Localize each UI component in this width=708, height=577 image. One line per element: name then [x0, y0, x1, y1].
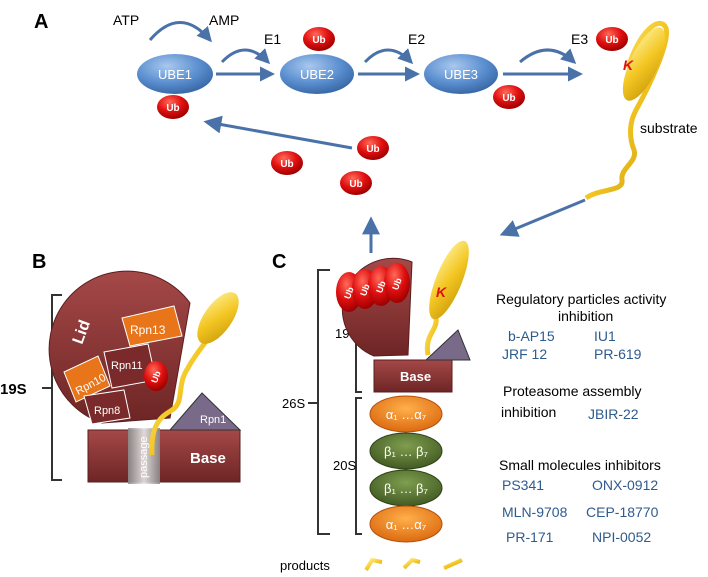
passage-label: passage	[138, 436, 150, 478]
ub-b-label: Ub	[149, 369, 163, 384]
inhibitor-npi0052: NPI-0052	[592, 529, 651, 545]
label-19s-b: 19S	[0, 381, 27, 398]
ub-ube1-label: Ub	[166, 103, 179, 114]
substrate-lysine-c: K	[436, 284, 447, 300]
e2-transfer-arc	[363, 48, 414, 65]
ube3-enzyme	[424, 54, 498, 94]
substrate-label: substrate	[640, 120, 698, 136]
ub-free-3	[340, 171, 372, 195]
alpha-ring-bottom-label: α₁ …α₇	[386, 517, 427, 532]
substrate-globule	[622, 27, 666, 101]
e3-transfer-arc	[519, 48, 577, 65]
ub-ube1	[157, 95, 189, 119]
inhibitor-cep18770: CEP-18770	[586, 504, 659, 520]
substrate-globule-b	[197, 292, 239, 344]
inhibitor-b-ap15: b-AP15	[508, 328, 555, 344]
beta-ring-lower-label: β₁ … β₇	[384, 481, 429, 496]
ub-chain-3-label: Ub	[374, 279, 388, 294]
label-26s: 26S	[282, 396, 305, 411]
ube2-enzyme	[280, 54, 354, 94]
product-peptide-3	[443, 558, 463, 570]
ub-free-2-label: Ub	[280, 159, 293, 170]
inhibitor-jbir22: JBIR-22	[588, 406, 639, 422]
substrate-globule-c	[429, 240, 469, 320]
inhibitor-onx0912: ONX-0912	[592, 477, 658, 493]
alpha-ring-bottom	[369, 505, 443, 543]
inhibitor-iu1: IU1	[594, 328, 616, 344]
ube3-label: UBE3	[444, 67, 478, 82]
ub-free-1	[357, 136, 389, 160]
rpn10-block	[63, 355, 111, 403]
amp-label: AMP	[209, 12, 239, 28]
substrate-to-proteasome-arrow	[499, 198, 586, 237]
e1-label: E1	[264, 31, 281, 47]
beta-ring-upper	[369, 432, 443, 470]
rpn11-label: Rpn11	[111, 360, 143, 372]
base-c-label: Base	[400, 369, 431, 384]
inhibitor-mln9708: MLN-9708	[502, 504, 568, 520]
ub-b	[144, 361, 168, 391]
ub-chain-2-label: Ub	[358, 282, 372, 297]
product-peptide-1	[364, 557, 383, 572]
rpn1-triangle-c	[424, 329, 471, 361]
inhibitor-ps341: PS341	[502, 477, 544, 493]
ub-ube3-label: Ub	[502, 93, 515, 104]
alpha-ring-top-label: α₁ …α₇	[386, 407, 427, 422]
rpn1-label: Rpn1	[200, 414, 226, 426]
assembly-title-2: inhibition	[501, 404, 556, 420]
bracket-26s	[317, 269, 330, 535]
substrate-chain-b	[149, 324, 217, 456]
ub-free-1-label: Ub	[366, 144, 379, 155]
bracket-20s-c	[355, 397, 362, 535]
substrate-chain	[584, 20, 669, 201]
label-20s: 20S	[333, 458, 356, 473]
ube1-label: UBE1	[158, 67, 192, 82]
base-b-label: Base	[190, 450, 226, 467]
e1-transfer-arc	[220, 48, 271, 65]
inhibitor-jrf12: JRF 12	[502, 346, 547, 362]
ub-substrate-label: Ub	[605, 35, 618, 46]
ub-chain-4	[384, 263, 410, 303]
inhibitor-pr171: PR-171	[506, 529, 554, 545]
ub-recycle-arrow	[203, 115, 353, 150]
atp-amp-arc	[148, 21, 212, 43]
rpn8-block	[83, 389, 131, 425]
rpn13-block	[121, 305, 183, 347]
inhibitor-pr619: PR-619	[594, 346, 642, 362]
rpn13-label: Rpn13	[130, 323, 166, 337]
products-label: products	[280, 558, 330, 573]
substrate-lysine: K	[623, 57, 634, 73]
small-title: Small molecules inhibitors	[499, 457, 661, 473]
ub-chain-c: Ub Ub Ub Ub	[336, 263, 410, 312]
reg-title-1: Regulatory particles activity	[496, 291, 666, 307]
assembly-title-1: Proteasome assembly	[503, 383, 642, 399]
e3-label: E3	[571, 31, 588, 47]
panel-c-label: C	[272, 251, 286, 273]
rpn8-label: Rpn8	[94, 405, 120, 417]
ub-ube3	[493, 85, 525, 109]
ub-chain-1-label: Ub	[342, 285, 356, 300]
product-peptide-2	[402, 557, 421, 570]
panel-b-label: B	[32, 251, 46, 273]
atp-label: ATP	[113, 12, 139, 28]
ube2-label: UBE2	[300, 67, 334, 82]
ub-e1-label: Ub	[312, 35, 325, 46]
ub-free-2	[271, 151, 303, 175]
rpn1-triangle	[168, 392, 242, 431]
ub-free-3-label: Ub	[349, 179, 362, 190]
ub-chain-4-label: Ub	[390, 276, 404, 291]
ub-e1	[303, 27, 335, 51]
alpha-ring-top	[369, 395, 443, 433]
beta-ring-upper-label: β₁ … β₇	[384, 444, 429, 459]
ub-substrate	[596, 27, 628, 51]
reg-title-2: inhibition	[558, 308, 613, 324]
ube1-enzyme	[137, 54, 213, 94]
panel-a-label: A	[34, 11, 48, 33]
e2-label: E2	[408, 31, 425, 47]
